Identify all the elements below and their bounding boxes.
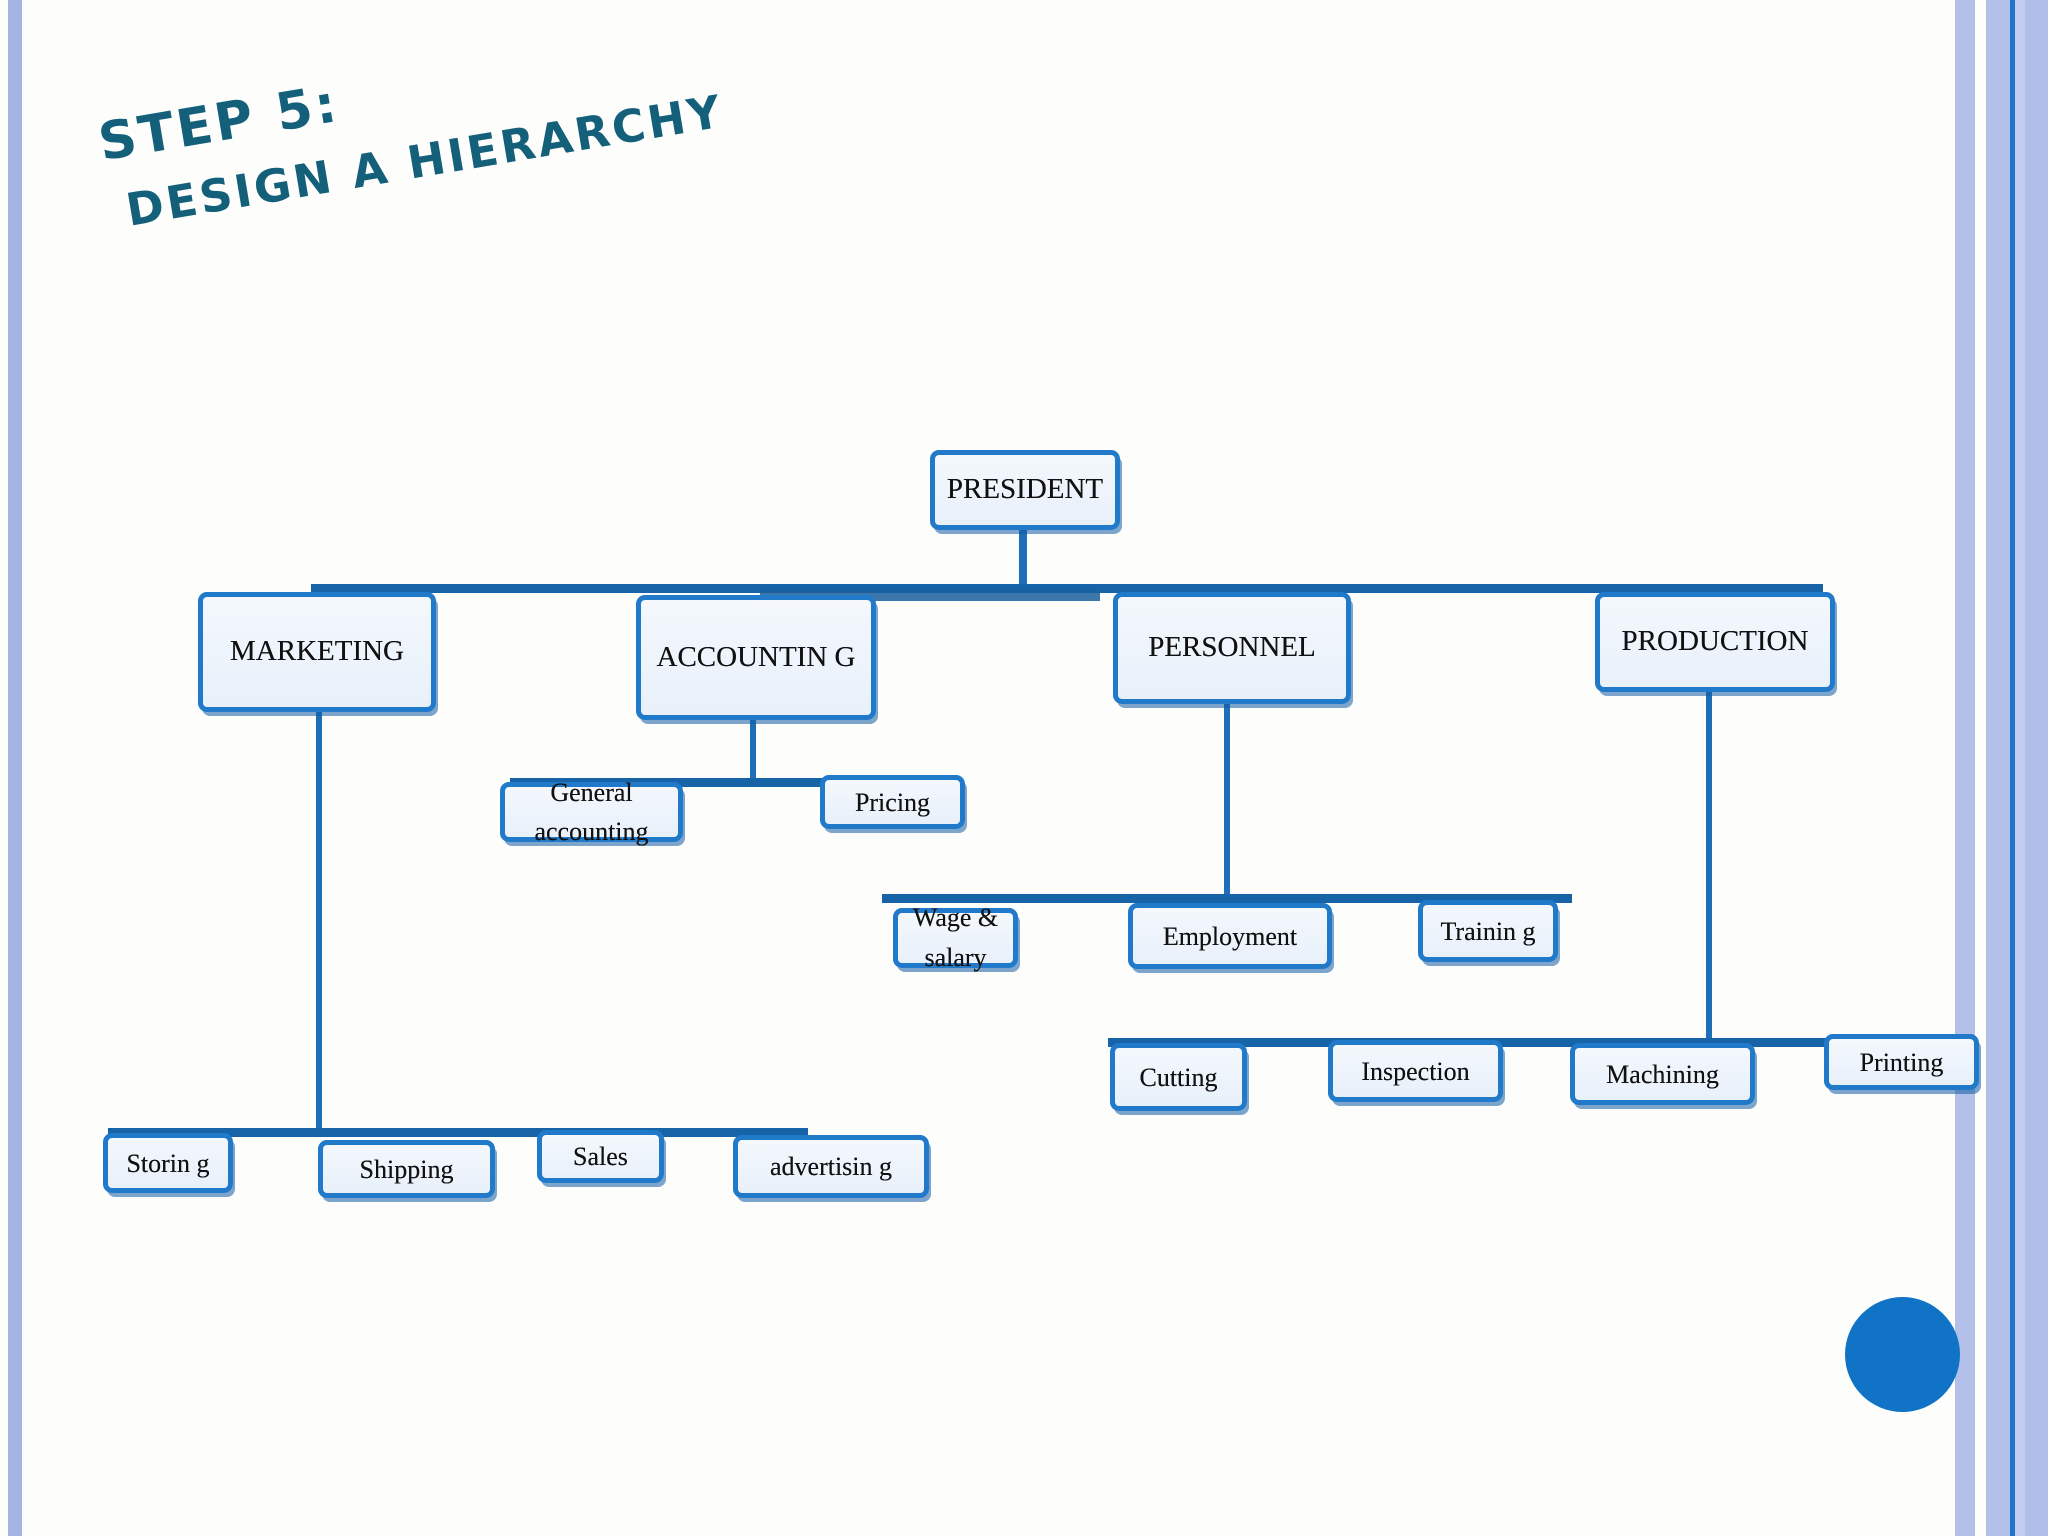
node-sales[interactable]: Sales [537, 1130, 664, 1183]
right-edge-stripe-2 [1986, 0, 2010, 1536]
node-label: Machining [1606, 1059, 1719, 1089]
node-label: Inspection [1361, 1056, 1470, 1086]
node-label: advertisin g [769, 1152, 893, 1181]
node-pricing[interactable]: Pricing [820, 775, 965, 829]
node-storing[interactable]: Storin g [103, 1133, 233, 1193]
node-label: Trainin g [1440, 916, 1536, 946]
connector-accounting-bus [510, 778, 950, 787]
node-advertising[interactable]: advertisin g [733, 1135, 929, 1198]
connector-level1-bus-shadow [760, 590, 1100, 601]
node-president[interactable]: PRESIDENT [930, 450, 1120, 530]
node-training[interactable]: Trainin g [1418, 900, 1558, 962]
node-personnel[interactable]: PERSONNEL [1113, 592, 1351, 704]
node-marketing[interactable]: MARKETING [198, 592, 436, 712]
node-accounting[interactable]: ACCOUNTIN G [636, 595, 876, 720]
node-label: PRESIDENT [946, 473, 1104, 506]
left-edge-stripe [8, 0, 22, 1536]
node-printing[interactable]: Printing [1824, 1034, 1979, 1090]
node-label: PRODUCTION [1621, 625, 1809, 658]
node-cutting[interactable]: Cutting [1110, 1043, 1247, 1111]
right-edge-stripe-1 [1955, 0, 1975, 1536]
node-wage-and-salary[interactable]: Wage & salary [893, 903, 1018, 972]
node-label: ACCOUNTIN G [656, 640, 856, 673]
node-label: Printing [1859, 1047, 1944, 1077]
connector-production-stem [1706, 690, 1712, 1044]
connector-marketing-stem [316, 710, 322, 1134]
node-label: Cutting [1139, 1062, 1218, 1092]
node-label: Sales [573, 1142, 628, 1171]
right-edge-stripe-accent [2010, 0, 2015, 1536]
node-label: Pricing [854, 787, 931, 817]
connector-level1-bus [311, 584, 1823, 593]
accent-circle [1845, 1297, 1960, 1412]
node-label: General accounting [534, 778, 649, 846]
connector-personnel-stem [1224, 702, 1230, 900]
node-employment[interactable]: Employment [1128, 903, 1332, 969]
node-label: PERSONNEL [1148, 631, 1316, 664]
node-label: Employment [1162, 921, 1298, 951]
slide-title: STEP 5: DESIGN A HIERARCHY [94, 16, 727, 237]
right-edge-stripe-3 [2015, 0, 2025, 1536]
connector-accounting-stem [750, 718, 756, 784]
node-label: MARKETING [230, 635, 404, 668]
connector-personnel-bus [882, 894, 1572, 903]
node-production[interactable]: PRODUCTION [1595, 592, 1835, 692]
node-general-accounting[interactable]: General accounting [500, 778, 683, 846]
connector-president-stem [1019, 528, 1027, 588]
right-edge-stripe-4 [2025, 0, 2048, 1536]
node-label: Shipping [359, 1154, 454, 1184]
connector-marketing-bus [108, 1128, 808, 1137]
node-label: Wage & salary [912, 902, 999, 972]
node-shipping[interactable]: Shipping [318, 1140, 495, 1198]
node-inspection[interactable]: Inspection [1328, 1040, 1503, 1102]
node-label: Storin g [126, 1148, 210, 1178]
node-machining[interactable]: Machining [1570, 1043, 1755, 1105]
connector-production-bus [1108, 1038, 1960, 1047]
